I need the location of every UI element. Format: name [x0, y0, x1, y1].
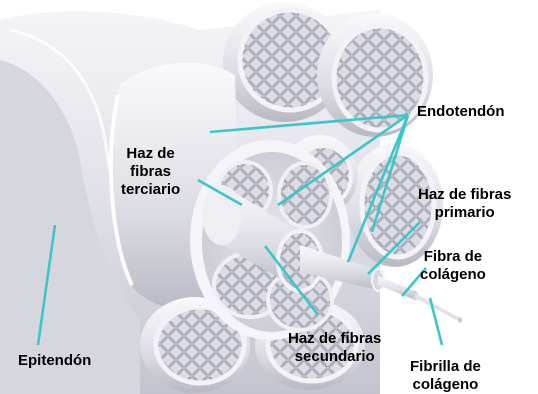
- collagen-fibril: [415, 293, 462, 323]
- collagen-fiber: [378, 276, 418, 301]
- label-primary-bundle: Haz de fibras primario: [418, 186, 511, 222]
- label-collagen-fiber: Fibra de colágeno: [420, 248, 486, 284]
- label-secondary-bundle: Haz de fibras secundario: [288, 330, 381, 366]
- label-epitendon: Epitendón: [18, 352, 91, 370]
- label-endotendon: Endotendón: [417, 103, 504, 121]
- label-collagen-fibril: Fibrilla de colágeno: [410, 358, 481, 394]
- label-tertiary-bundle: Haz de fibras terciario: [121, 145, 180, 199]
